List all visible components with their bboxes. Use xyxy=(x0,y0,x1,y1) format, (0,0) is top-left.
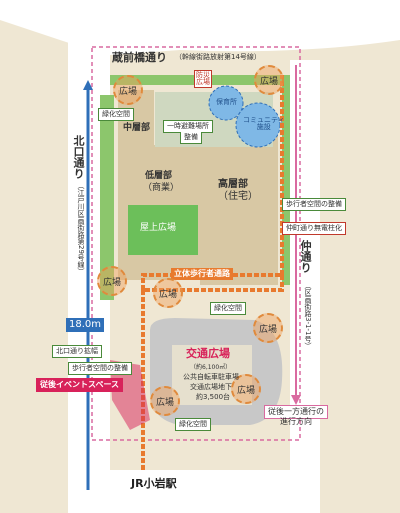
event-space-label: 従後イベントスペース xyxy=(36,378,124,392)
left-road-arrow xyxy=(83,80,93,90)
oneway-label-2: 進行方向 xyxy=(280,417,312,426)
high-building-label: 高層部 xyxy=(218,179,248,190)
top-street-name: 蔵前橋通り xyxy=(112,51,167,64)
bottom-road xyxy=(110,470,290,513)
disaster-plaza-label: 防災 広場 xyxy=(194,70,212,88)
right-road-arrow xyxy=(291,395,301,405)
green-label-top: 緑化空間 xyxy=(98,108,134,121)
plaza-marker: 広場 xyxy=(254,65,284,95)
ped-label-left: 歩行者空間の整備 xyxy=(68,362,132,375)
green-label-bottom: 緑化空間 xyxy=(175,418,211,431)
right-street-name: 仲通り xyxy=(299,240,312,273)
traffic-plaza-title: 交通広場 xyxy=(186,347,230,360)
plaza-marker: 広場 xyxy=(153,278,183,308)
roof-plaza-label: 屋上広場 xyxy=(140,223,177,233)
high-building xyxy=(200,120,278,285)
event-space-area xyxy=(110,360,150,430)
green-strip-right xyxy=(282,85,290,285)
left-street-name: 北口通り xyxy=(72,135,85,179)
redevelopment-boundary xyxy=(91,46,301,441)
ped-label-right: 歩行者空間の整備 xyxy=(282,198,346,211)
oneway-label-1: 従後一方通行の xyxy=(264,405,328,419)
width-badge: 18.0m xyxy=(66,318,105,332)
top-street-sub: （幹線街路放射第14号線） xyxy=(175,53,261,61)
underground-power-label: 仲町通り無電柱化 xyxy=(282,222,346,235)
evac-label-2: 整備 xyxy=(180,132,202,144)
green-strip-left xyxy=(100,95,114,300)
plaza-marker: 広場 xyxy=(150,386,180,416)
traffic-plaza-line3: 約3,500台 xyxy=(196,393,231,401)
left-street-sub: （江戸川区画街路第29号線） xyxy=(77,182,85,275)
high-building-sub: （住宅） xyxy=(218,191,258,202)
walkway-label: 立体歩行者通路 xyxy=(171,268,233,280)
plaza-marker: 広場 xyxy=(231,374,261,404)
plaza-marker: 広場 xyxy=(253,313,283,343)
community-label: コミュニティ 施設 xyxy=(243,116,285,131)
traffic-plaza-area: （約6,100㎡） xyxy=(190,364,232,371)
plaza-marker: 広場 xyxy=(113,75,143,105)
green-label-mid: 緑化空間 xyxy=(210,302,246,315)
right-street-sub: （区画街路3-1-1号） xyxy=(304,282,312,350)
traffic-plaza-line2: 交通広場地下 xyxy=(190,383,232,391)
nursery-circle xyxy=(208,85,244,121)
low-building-sub: （商業） xyxy=(143,183,180,193)
plaza-marker: 広場 xyxy=(97,266,127,296)
station-label: JR小岩駅 xyxy=(131,477,177,490)
low-building-label: 低層部 xyxy=(145,171,173,181)
mid-building-label: 中層部 xyxy=(123,123,151,133)
nursery-label: 保育所 xyxy=(216,98,237,106)
roof-plaza-area xyxy=(128,205,198,255)
north-widen-label: 北口通り拡幅 xyxy=(52,345,102,358)
traffic-plaza-line1: 公共自転車駐車場 xyxy=(183,373,239,381)
